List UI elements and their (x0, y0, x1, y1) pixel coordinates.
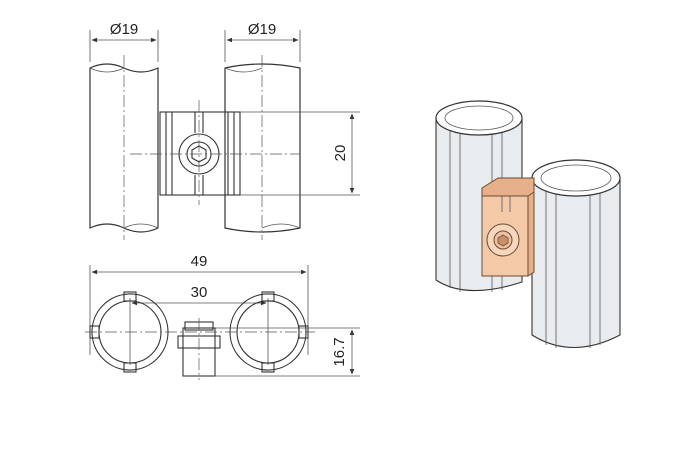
iso-hex-socket-icon (497, 234, 509, 247)
right-pipe (224, 63, 301, 233)
dimension-overall-width: 49 (89, 253, 309, 355)
center-distance-label: 30 (191, 284, 208, 301)
right-diameter-label: Ø19 (248, 21, 276, 38)
connector-height-label: 20 (332, 145, 349, 162)
section-height-label: 16.7 (331, 337, 348, 366)
connector-block (159, 111, 241, 196)
overall-width-label: 49 (191, 253, 208, 270)
left-diameter-label: Ø19 (110, 21, 138, 38)
iso-right-tube (531, 159, 621, 349)
dimension-section-height: 16.7 (215, 327, 360, 377)
clamp-section (177, 318, 221, 380)
iso-connector (481, 177, 535, 277)
dimension-right-diameter: Ø19 (224, 21, 301, 62)
isometric-view (435, 100, 621, 349)
front-view: Ø19 Ø19 (89, 21, 360, 240)
dimension-left-diameter: Ø19 (89, 21, 159, 62)
dimension-connector-height: 20 (240, 111, 360, 196)
section-view: 49 30 (85, 253, 360, 380)
